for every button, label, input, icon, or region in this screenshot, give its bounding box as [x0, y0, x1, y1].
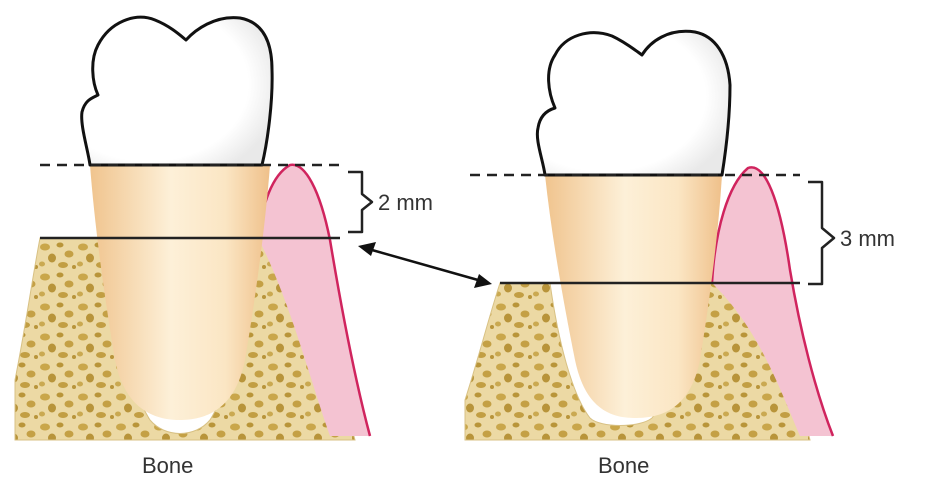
left-measurement-label: 2 mm — [378, 190, 433, 215]
left-bone-label: Bone — [142, 453, 193, 478]
double-arrow — [358, 242, 492, 288]
right-measurement-label: 3 mm — [840, 226, 895, 251]
right-tooth-panel: 3 mm Bone — [465, 31, 895, 478]
right-crown — [537, 31, 730, 175]
arrowhead-right — [474, 274, 492, 288]
right-bracket — [808, 182, 834, 284]
right-bone-label: Bone — [598, 453, 649, 478]
left-bracket — [348, 172, 372, 232]
arrowhead-left — [358, 242, 376, 256]
left-crown — [82, 17, 272, 165]
